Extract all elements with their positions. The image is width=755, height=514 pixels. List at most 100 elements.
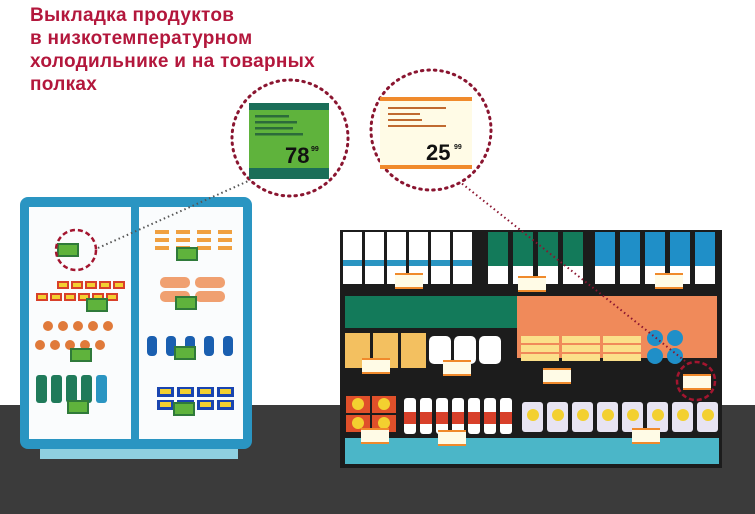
price-tag-description [255, 115, 303, 136]
shelf-price-tag-stripe [362, 372, 390, 374]
curd-cup [667, 348, 683, 364]
ice-cream-box-label [87, 283, 95, 287]
cheese-box-label [378, 417, 390, 429]
butter-pack [521, 336, 559, 343]
frozen-tray-label [160, 389, 171, 394]
shelf-price-tag-stripe [543, 368, 571, 370]
ice-cream-cone [50, 340, 60, 350]
shelf-base [345, 438, 719, 464]
ice-cream-stick [81, 375, 92, 403]
frozen-pack [197, 246, 211, 250]
cheese-box-label [352, 398, 364, 410]
price-tag-body [249, 110, 329, 168]
drink-bottle-label [420, 412, 432, 424]
callout-freezer-price: 78 99 [230, 78, 350, 198]
milk-carton [343, 232, 362, 284]
kefir-carton-label [538, 232, 558, 266]
ice-cream-box-label [108, 295, 116, 299]
curd-cup [647, 348, 663, 364]
price-cents: 99 [454, 144, 462, 151]
shelf-price-tag-stripe [438, 430, 466, 432]
ice-cream-cone [43, 321, 53, 331]
shelf-price-tag-stripe [361, 442, 389, 444]
shelf-price-tag [362, 358, 390, 374]
price-main: 78 [285, 143, 309, 168]
yogurt-carton-label [645, 232, 665, 266]
frozen-tray-label [200, 389, 211, 394]
title-line: холодильнике и на товарных [30, 51, 316, 72]
ice-cream-box-label [59, 283, 67, 287]
frozen-pack [218, 238, 232, 242]
ice-cream-cone [58, 321, 68, 331]
ice-cream-box-label [80, 295, 88, 299]
frozen-fish [223, 336, 233, 356]
ice-cream-cone [65, 340, 75, 350]
cheese-box-label [352, 417, 364, 429]
cream-cup [429, 336, 451, 364]
freezer-price-tag-inner [178, 249, 196, 259]
frozen-pack [197, 230, 211, 234]
cheese-box-label [378, 398, 390, 410]
page-title: Выкладка продуктов в низкотемпературном … [30, 4, 315, 96]
yogurt-pot-logo [552, 409, 564, 421]
price-main: 25 [426, 140, 450, 165]
freezer-price-tag-inner [88, 300, 106, 310]
title-line: полках [30, 74, 98, 95]
yogurt-pot-logo [577, 409, 589, 421]
frozen-fish [166, 336, 176, 356]
cream-cup [454, 336, 476, 364]
kefir-carton-label [563, 232, 583, 266]
milk-carton-band [431, 260, 450, 266]
freezer-price-tag-inner [175, 404, 193, 414]
ice-cream-stick [51, 375, 62, 403]
kefir-carton-label [488, 232, 508, 266]
freezer-price-tag-inner [176, 348, 194, 358]
drink-bottle-label [436, 412, 448, 424]
frozen-pack [218, 246, 232, 250]
ice-cream-stick [96, 375, 107, 403]
shelf-price-tag-stripe [683, 374, 711, 376]
shelf-price-tag-stripe [395, 287, 423, 289]
store-shelf [340, 230, 722, 468]
curd-cup [667, 330, 683, 346]
frozen-pack [155, 246, 169, 250]
ice-cream-stick [36, 375, 47, 403]
shelf-price-tag-stripe [361, 428, 389, 430]
frozen-tray-label [160, 402, 171, 407]
yogurt-pot-logo [702, 409, 714, 421]
ice-cream-cone [103, 321, 113, 331]
milk-carton-band [365, 260, 384, 266]
ice-cream-box-label [38, 295, 46, 299]
kefir-carton-label [513, 232, 533, 266]
yogurt-pot-logo [602, 409, 614, 421]
frozen-pack [218, 230, 232, 234]
shelf-highlight-circle [675, 360, 717, 402]
shelf-price-tag-stripe [655, 273, 683, 275]
drink-bottle-label [484, 412, 496, 424]
ice-cream-cone [88, 321, 98, 331]
frozen-tray-label [200, 402, 211, 407]
frozen-pack [155, 230, 169, 234]
ice-cream-box-label [73, 283, 81, 287]
yogurt-carton-label [670, 232, 690, 266]
shelf-price-tag-stripe [683, 388, 711, 390]
butter-pack [603, 336, 641, 343]
freezer-price-tag-inner [69, 402, 87, 412]
cream-cup [479, 336, 501, 364]
butter-pack [521, 345, 559, 352]
butter-pack [521, 354, 559, 361]
milk-carton [453, 232, 472, 284]
shelf-price-tag-stripe [632, 442, 660, 444]
butter-pack [603, 354, 641, 361]
milk-carton-band [453, 260, 472, 266]
shelf-price-tag [683, 374, 711, 390]
connector-line-freezer [97, 177, 256, 249]
ice-cream-cone [80, 340, 90, 350]
shelf-price-tag-stripe [443, 360, 471, 362]
milk-carton [431, 232, 450, 284]
yogurt-pot-logo [677, 409, 689, 421]
shelf-price-tag [632, 428, 660, 444]
ice-cream-box-label [66, 295, 74, 299]
yogurt-carton-label [620, 232, 640, 266]
freezer-price-tag-inner [59, 245, 77, 255]
